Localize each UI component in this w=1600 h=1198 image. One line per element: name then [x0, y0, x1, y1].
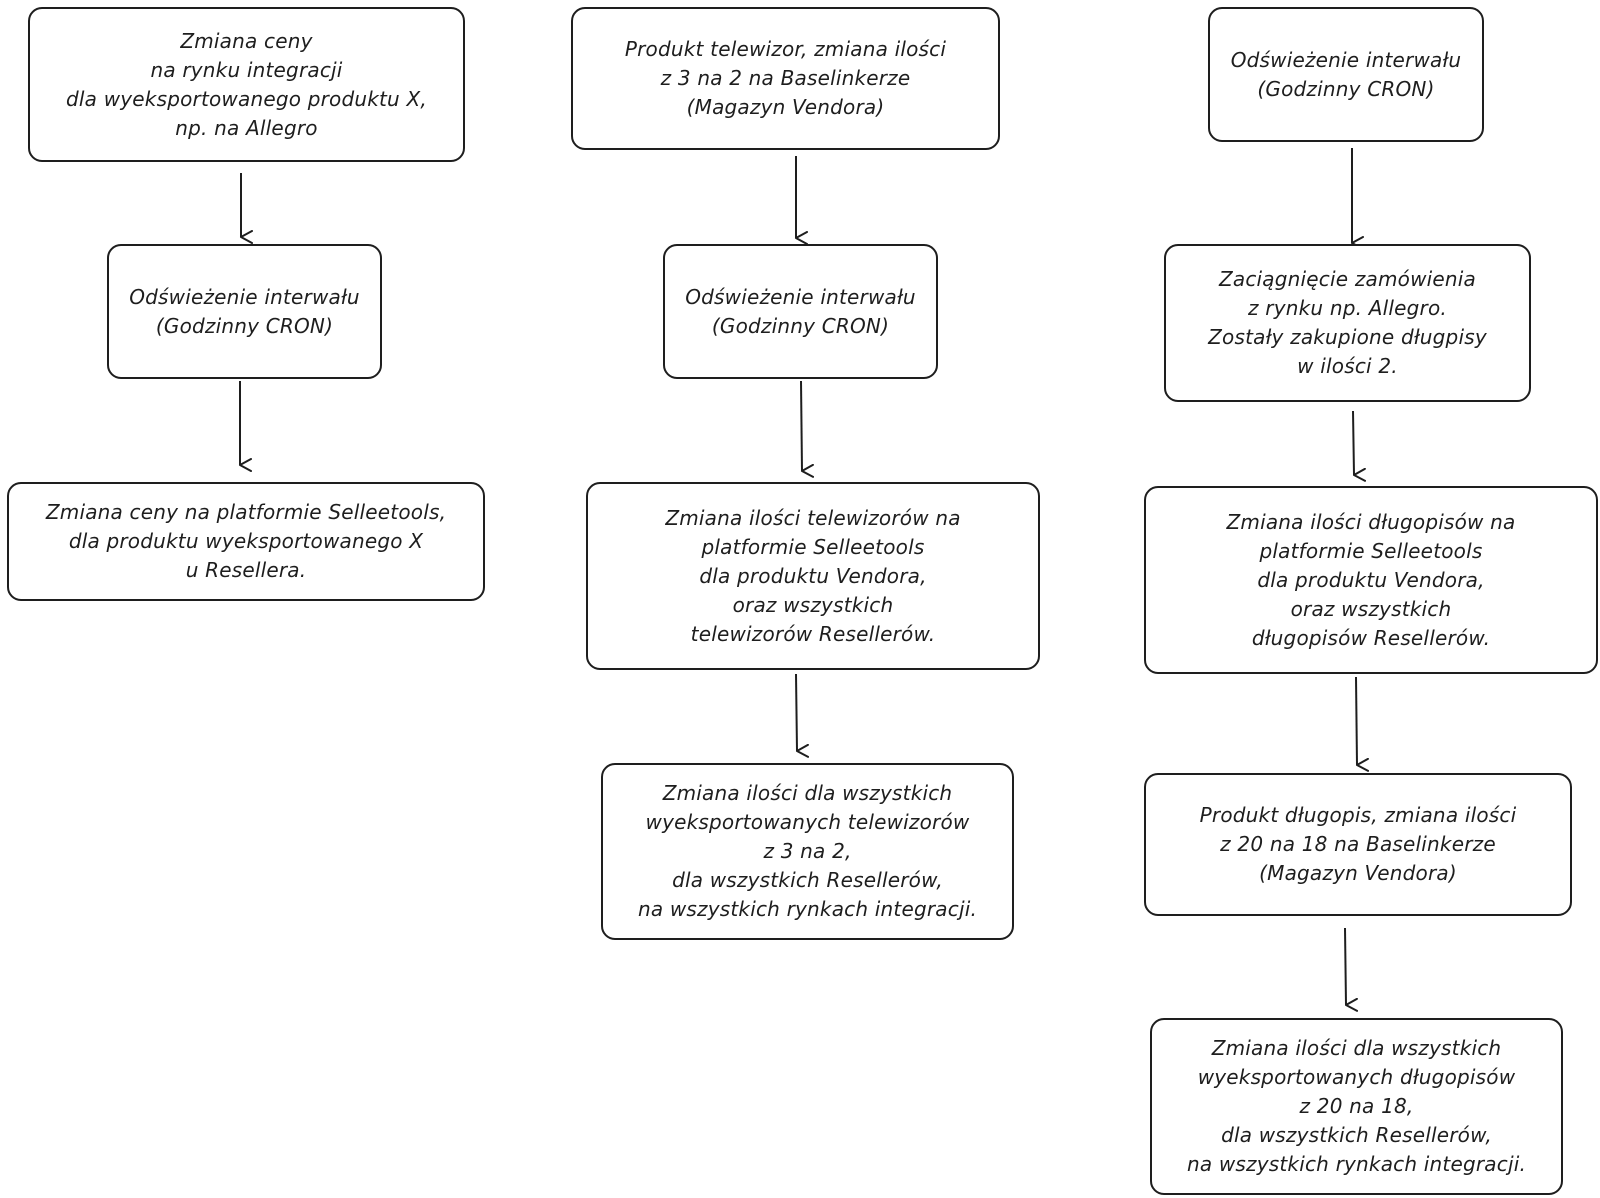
step-price-change-on-market: Zmiana ceny na rynku integracji dla wyek… [28, 7, 465, 162]
step-text: Zmiana ceny na rynku integracji dla wyek… [66, 28, 427, 140]
step-pen-quantity-change-platform: Zmiana ilości długopisów na platformie S… [1144, 486, 1598, 674]
step-order-fetch: Zaciągnięcie zamówienia z rynku np. Alle… [1164, 244, 1531, 402]
step-text: Produkt długopis, zmiana ilości z 20 na … [1199, 803, 1517, 885]
step-text: Zmiana ilości długopisów na platformie S… [1226, 509, 1516, 650]
step-text: Odświeżenie interwału (Godzinny CRON) [1230, 47, 1462, 101]
step-pen-quantity-change-all-resellers: Zmiana ilości dla wszystkich wyeksportow… [1150, 1018, 1563, 1195]
flow-arrow [1352, 410, 1367, 482]
step-text: Zmiana ilości telewizorów na platformie … [665, 505, 961, 646]
step-interval-refresh: Odświeżenie interwału (Godzinny CRON) [1208, 7, 1484, 142]
step-text: Zmiana ilości dla wszystkich wyeksportow… [637, 781, 978, 921]
step-tv-quantity-change-platform: Zmiana ilości telewizorów na platformie … [586, 482, 1040, 670]
flow-arrow [800, 380, 815, 478]
flow-arrow [1355, 676, 1370, 772]
step-text: Zmiana ceny na platformie Selleetools, d… [45, 500, 447, 582]
step-price-change-on-platform: Zmiana ceny na platformie Selleetools, d… [7, 482, 485, 601]
step-text: Odświeżenie interwału (Godzinny CRON) [129, 284, 360, 338]
flow-arrow [1344, 927, 1359, 1012]
step-text: Odświeżenie interwału (Godzinny CRON) [685, 284, 916, 338]
step-pen-quantity-change-baselinker: Produkt długopis, zmiana ilości z 20 na … [1144, 773, 1572, 916]
flow-arrow [795, 673, 810, 758]
step-text: Zmiana ilości dla wszystkich wyeksportow… [1186, 1036, 1527, 1176]
step-tv-quantity-change-baselinker: Produkt telewizor, zmiana ilości z 3 na … [571, 7, 1000, 150]
step-interval-refresh: Odświeżenie interwału (Godzinny CRON) [663, 244, 938, 379]
step-text: Zaciągnięcie zamówienia z rynku np. Alle… [1208, 267, 1487, 378]
step-tv-quantity-change-all-resellers: Zmiana ilości dla wszystkich wyeksportow… [601, 763, 1014, 940]
step-text: Produkt telewizor, zmiana ilości z 3 na … [624, 37, 947, 119]
step-interval-refresh: Odświeżenie interwału (Godzinny CRON) [107, 244, 382, 379]
